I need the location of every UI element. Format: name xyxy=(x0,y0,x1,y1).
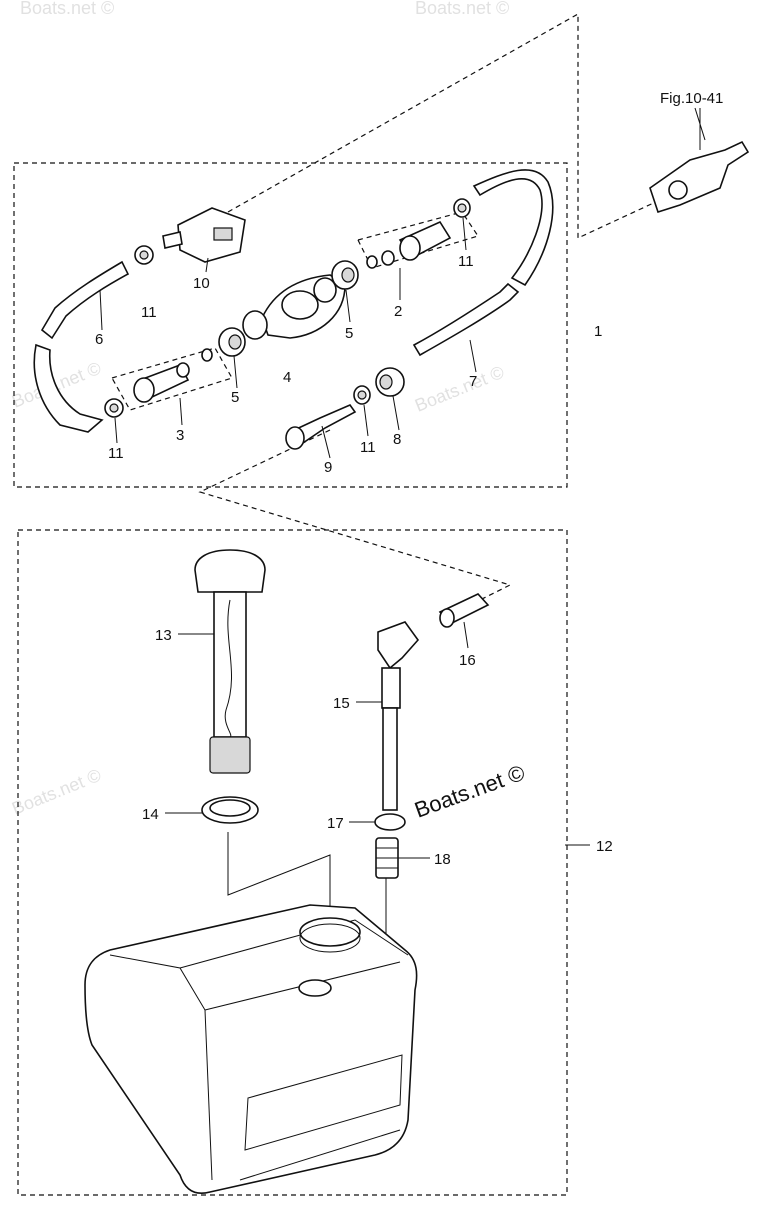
part-3-connector xyxy=(133,348,213,403)
fuel-line-assembly-box xyxy=(13,162,568,488)
part-18-strainer xyxy=(375,837,399,879)
watermark-lower-left: Boats.net © xyxy=(9,765,104,819)
fuel-tank xyxy=(84,904,418,1194)
part-11-nut-b xyxy=(453,198,471,218)
label-15: 15 xyxy=(333,695,350,712)
part-4-primer-bulb xyxy=(242,274,346,340)
fig-reference-label: Fig.10-41 xyxy=(660,90,723,107)
part-5-clamp-lower xyxy=(218,327,246,357)
leader-11c xyxy=(114,417,118,444)
leader-5b xyxy=(233,355,238,389)
label-16: 16 xyxy=(459,652,476,669)
part-11-nut-a xyxy=(134,245,154,265)
label-5-lower: 5 xyxy=(231,389,239,406)
label-1: 1 xyxy=(594,323,602,340)
part-8-clamp xyxy=(375,367,405,397)
leader-7 xyxy=(469,339,477,373)
label-17: 17 xyxy=(327,815,344,832)
part-11-nut-c xyxy=(104,398,124,418)
watermark-top-center: Boats.net © xyxy=(415,0,509,18)
label-8: 8 xyxy=(393,431,401,448)
label-11-d: 11 xyxy=(360,439,376,456)
leader-9 xyxy=(321,425,331,459)
leader-11d xyxy=(363,404,369,437)
leader-5a xyxy=(345,289,351,323)
link-line-gauge xyxy=(227,832,331,925)
label-14: 14 xyxy=(142,806,159,823)
watermark-top-left: Boats.net © xyxy=(20,0,114,18)
fuel-joint-part xyxy=(649,108,750,214)
part-15-pickup-pipe xyxy=(377,621,420,811)
label-2: 2 xyxy=(394,303,402,320)
leader-16 xyxy=(463,621,469,649)
watermark-right: Boats.net © xyxy=(412,362,507,416)
label-18: 18 xyxy=(434,851,451,868)
part-17-o-ring xyxy=(374,813,406,831)
link-line-tank-hose xyxy=(198,429,512,601)
label-4: 4 xyxy=(283,369,291,386)
label-3: 3 xyxy=(176,427,184,444)
part-6-hose xyxy=(40,260,130,340)
leader-3 xyxy=(179,397,183,426)
label-10: 10 xyxy=(193,275,210,292)
brand-mark: Boats.net © xyxy=(411,760,528,823)
leader-8 xyxy=(392,395,400,431)
part-5-clamp-upper xyxy=(331,260,359,290)
part-6-hose-lower xyxy=(33,343,104,433)
part-2-connector xyxy=(366,220,452,269)
label-9: 9 xyxy=(324,459,332,476)
leader-11b xyxy=(462,217,467,251)
label-5-upper: 5 xyxy=(345,325,353,342)
leader-6 xyxy=(99,289,103,331)
part-14-gasket xyxy=(201,796,259,824)
connector-group-box-2 xyxy=(357,211,479,269)
part-9-tank-connector xyxy=(285,404,357,450)
leader-fig xyxy=(694,107,706,141)
label-7: 7 xyxy=(469,373,477,390)
label-11-c: 11 xyxy=(108,445,124,462)
part-7-hose-arc xyxy=(472,169,554,287)
part-11-nut-d xyxy=(353,385,371,405)
leader-10 xyxy=(205,257,209,273)
label-6: 6 xyxy=(95,331,103,348)
part-13-fuel-gauge xyxy=(194,549,266,774)
label-11-b: 11 xyxy=(458,253,474,270)
link-line-fig xyxy=(227,12,661,239)
label-13: 13 xyxy=(155,627,172,644)
label-12: 12 xyxy=(596,838,613,855)
part-16-fitting xyxy=(438,593,490,628)
fuel-tank-assembly-box xyxy=(17,529,568,1196)
part-10-connector-block xyxy=(162,207,246,263)
label-11-a: 11 xyxy=(141,304,157,321)
part-7-hose xyxy=(412,282,520,357)
